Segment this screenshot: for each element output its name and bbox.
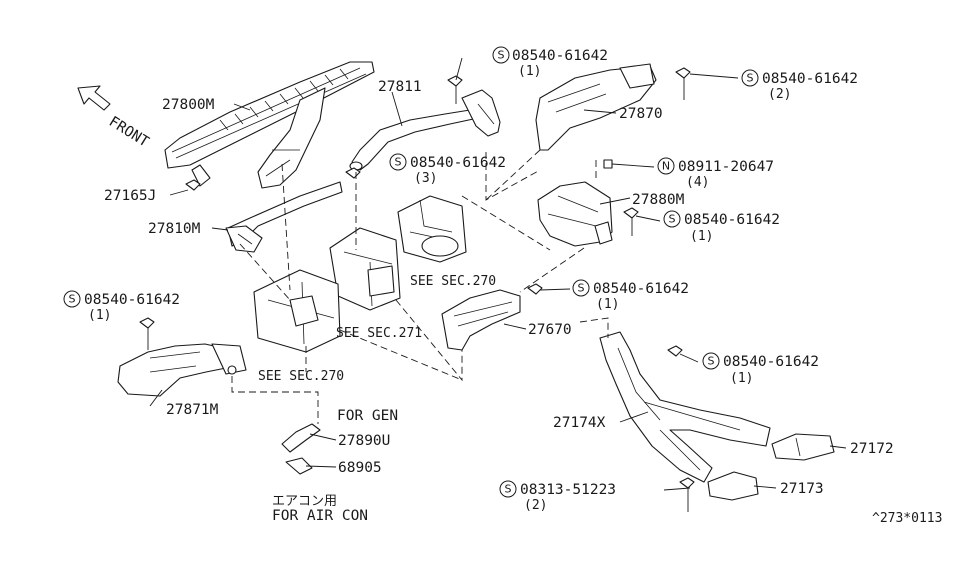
part-heater-unit-box-lower xyxy=(253,269,341,353)
fastener-number: 08540-61642 xyxy=(684,212,780,228)
fastener-symbol: S xyxy=(498,49,505,62)
fastener-0: S 08540-61642 (1) xyxy=(492,46,608,79)
fastener-5: S 08540-61642 (1) xyxy=(572,279,689,312)
fastener-8: S 08313-51223 (2) xyxy=(499,480,616,513)
label-68905: 68905 xyxy=(338,460,382,476)
fastener-1: S 08540-61642 (2) xyxy=(741,69,858,102)
fastener-3: N 08911-20647 (4) xyxy=(657,157,774,190)
fastener-number: 08540-61642 xyxy=(723,354,819,370)
part-27870-vent-duct xyxy=(535,63,657,151)
label-27172: 27172 xyxy=(850,441,894,457)
fastener-qty: (1) xyxy=(88,308,111,323)
dashed-assembly-lines xyxy=(231,149,609,424)
fastener-qty: (1) xyxy=(730,371,753,386)
fastener-number: 08540-61642 xyxy=(410,155,506,171)
fastener-2: S 08540-61642 (3) xyxy=(389,153,506,186)
fastener-symbol: S xyxy=(747,72,754,85)
fastener-qty: (2) xyxy=(524,498,547,513)
label-27880m: 27880M xyxy=(632,192,685,208)
part-27173-duct-end xyxy=(707,471,759,501)
part-68905-bracket xyxy=(285,457,313,475)
reference-sec270-lower: SEE SEC.270 xyxy=(258,369,344,384)
part-27871m-duct xyxy=(117,343,247,397)
fastener-symbol: S xyxy=(69,293,76,306)
label-27174x: 27174X xyxy=(553,415,606,431)
leader-lines xyxy=(149,57,847,491)
part-27800m-dash-duct xyxy=(164,61,375,189)
label-27670: 27670 xyxy=(528,322,572,338)
fastener-symbol: S xyxy=(505,483,512,496)
fastener-symbol: N xyxy=(662,160,670,173)
fastener-symbol: S xyxy=(669,213,676,226)
fastener-number: 08540-61642 xyxy=(84,292,180,308)
note-for-aircon: FOR AIR CON xyxy=(272,508,368,524)
part-27172-duct-end xyxy=(771,433,835,461)
fastener-number: 08313-51223 xyxy=(520,482,616,498)
fastener-qty: (1) xyxy=(596,297,619,312)
part-27880m-vent-duct xyxy=(537,181,613,247)
reference-sec270-upper: SEE SEC.270 xyxy=(410,274,496,289)
fastener-6: S 08540-61642 (1) xyxy=(63,290,180,323)
part-heater-unit-box-middle xyxy=(329,227,401,311)
label-27890u: 27890U xyxy=(338,433,390,449)
front-arrow-icon xyxy=(77,85,111,111)
fastener-qty: (3) xyxy=(414,171,437,186)
label-27810m: 27810M xyxy=(148,221,201,237)
fastener-qty: (2) xyxy=(768,87,791,102)
part-27670-duct xyxy=(441,289,521,351)
part-27174x-floor-duct xyxy=(599,331,771,483)
fastener-symbol: S xyxy=(708,355,715,368)
reference-sec271: SEE SEC.271 xyxy=(336,326,422,341)
label-27800m: 27800M xyxy=(162,97,215,113)
fastener-qty: (1) xyxy=(518,64,541,79)
fastener-qty: (1) xyxy=(690,229,713,244)
label-27871m: 27871M xyxy=(166,402,219,418)
front-label: FRONT xyxy=(106,114,152,151)
part-27811-duct-hose xyxy=(349,89,501,171)
part-27890u-clip xyxy=(281,423,321,453)
note-aircon-jp: エアコン用 xyxy=(272,494,337,509)
label-27870: 27870 xyxy=(619,106,663,122)
fastener-qty: (4) xyxy=(686,175,709,190)
label-27811: 27811 xyxy=(378,79,422,95)
fastener-symbol: S xyxy=(578,282,585,295)
diagram-code: ^273*0113 xyxy=(872,511,942,526)
fastener-number: 08911-20647 xyxy=(678,159,774,175)
fastener-number: 08540-61642 xyxy=(512,48,608,64)
bolt-icons xyxy=(139,67,695,512)
fastener-number: 08540-61642 xyxy=(593,281,689,297)
label-27173: 27173 xyxy=(780,481,824,497)
fastener-number: 08540-61642 xyxy=(762,71,858,87)
label-27165j: 27165J xyxy=(104,188,156,204)
fastener-4: S 08540-61642 (1) xyxy=(663,210,780,244)
part-heater-unit-box-upper xyxy=(397,195,467,263)
note-for-gen: FOR GEN xyxy=(337,408,398,424)
fastener-symbol: S xyxy=(395,156,402,169)
fastener-7: S 08540-61642 (1) xyxy=(702,352,819,386)
